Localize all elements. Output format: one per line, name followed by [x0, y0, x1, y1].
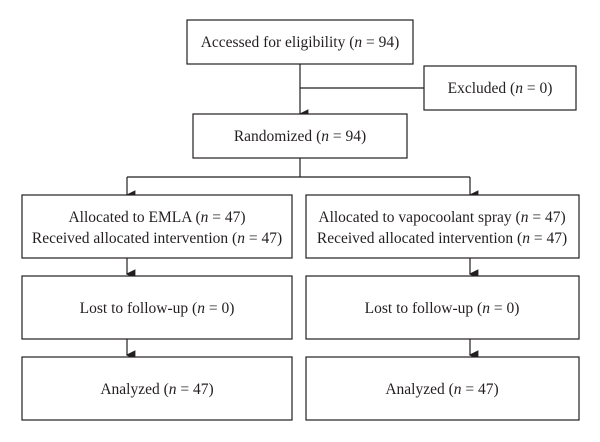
- box-spray-allocation: Allocated to vapocoolant spray (n = 47) …: [305, 194, 580, 259]
- spray-allocated-text: Allocated to vapocoolant spray (n = 47): [318, 209, 565, 226]
- emla-analyzed-text: Analyzed (n = 47): [100, 381, 213, 398]
- randomized-text: Randomized (n = 94): [234, 128, 366, 145]
- box-spray-analyzed: Analyzed (n = 47): [305, 356, 580, 421]
- spray-analyzed-text: Analyzed (n = 47): [385, 381, 498, 398]
- box-excluded: Excluded (n = 0): [423, 65, 577, 111]
- box-spray-lost: Lost to follow-up (n = 0): [305, 275, 580, 340]
- box-emla-lost: Lost to follow-up (n = 0): [21, 275, 293, 340]
- box-emla-allocation: Allocated to EMLA (n = 47) Received allo…: [21, 194, 293, 259]
- spray-lost-text: Lost to follow-up (n = 0): [365, 300, 520, 317]
- box-eligibility: Accessed for eligibility (n = 94): [186, 19, 414, 65]
- connectors: [125, 64, 479, 360]
- emla-allocated-text: Allocated to EMLA (n = 47): [68, 209, 245, 226]
- eligibility-text: Accessed for eligibility (n = 94): [201, 34, 400, 51]
- box-emla-analyzed: Analyzed (n = 47): [21, 356, 293, 421]
- spray-received-text: Received allocated intervention (n = 47): [317, 230, 567, 247]
- emla-lost-text: Lost to follow-up (n = 0): [80, 300, 235, 317]
- emla-received-text: Received allocated intervention (n = 47): [32, 230, 282, 247]
- box-randomized: Randomized (n = 94): [192, 113, 408, 159]
- excluded-text: Excluded (n = 0): [448, 80, 553, 97]
